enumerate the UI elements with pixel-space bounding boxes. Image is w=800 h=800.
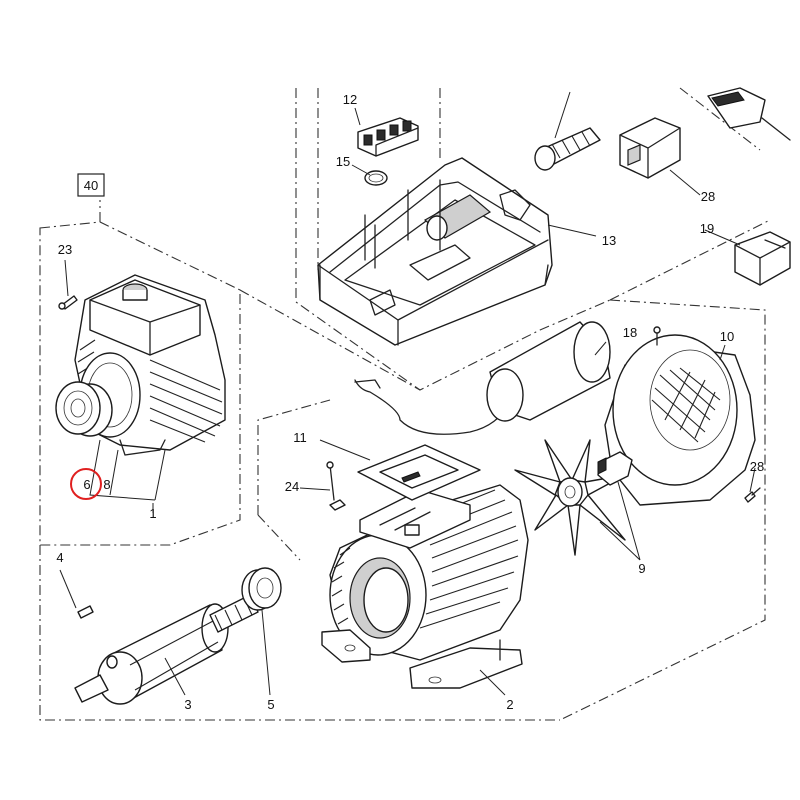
screw-23[interactable] — [58, 295, 78, 310]
label-10: 10 — [720, 329, 734, 344]
gasket-11[interactable] — [357, 444, 481, 501]
label-6: 6 — [83, 477, 90, 492]
label-13: 13 — [602, 233, 616, 248]
switch-28[interactable] — [619, 117, 681, 179]
screw-28[interactable] — [744, 487, 761, 503]
screw-top[interactable] — [653, 326, 661, 346]
plug-19[interactable] — [734, 231, 791, 286]
capacitor-wire — [354, 379, 381, 389]
fan-9[interactable] — [514, 439, 626, 556]
fan-clamp[interactable] — [597, 451, 633, 486]
label-3: 3 — [184, 697, 191, 712]
key-4[interactable] — [77, 605, 94, 619]
part-labels: 40 12 15 28 13 19 23 18 10 11 28 24 6 8 … — [56, 92, 764, 712]
label-40: 40 — [84, 178, 98, 193]
fan-cover-10[interactable] — [604, 334, 756, 506]
capacitor-cable — [354, 379, 511, 435]
label-18: 18 — [623, 325, 637, 340]
label-5: 5 — [267, 697, 274, 712]
assembly-outlines — [39, 87, 771, 721]
motor-housing-2[interactable] — [321, 484, 529, 689]
assembly-box-40 — [77, 173, 105, 197]
label-15: 15 — [336, 154, 350, 169]
label-28-top: 28 — [701, 189, 715, 204]
part-6-bearing[interactable] — [55, 381, 113, 437]
label-2: 2 — [506, 697, 513, 712]
label-1: 1 — [149, 506, 156, 521]
top-right-component — [707, 87, 791, 141]
ring-15[interactable] — [364, 170, 388, 186]
highlight-circle-part-6 — [70, 468, 102, 500]
rotor-3[interactable] — [74, 594, 259, 705]
cable-gland[interactable] — [534, 127, 601, 171]
screws-24[interactable] — [326, 461, 346, 511]
bearing-5[interactable] — [241, 567, 282, 611]
label-9: 9 — [638, 561, 645, 576]
label-19: 19 — [700, 221, 714, 236]
label-12: 12 — [343, 92, 357, 107]
label-23: 23 — [58, 242, 72, 257]
leader-lines — [59, 91, 756, 696]
terminal-box-13[interactable] — [317, 157, 553, 346]
capacitor-18[interactable] — [486, 321, 611, 422]
label-11: 11 — [293, 430, 307, 445]
terminal-block-12[interactable] — [357, 117, 419, 157]
label-4: 4 — [56, 550, 63, 565]
label-24: 24 — [285, 479, 299, 494]
label-8: 8 — [103, 477, 110, 492]
label-28-right: 28 — [750, 459, 764, 474]
